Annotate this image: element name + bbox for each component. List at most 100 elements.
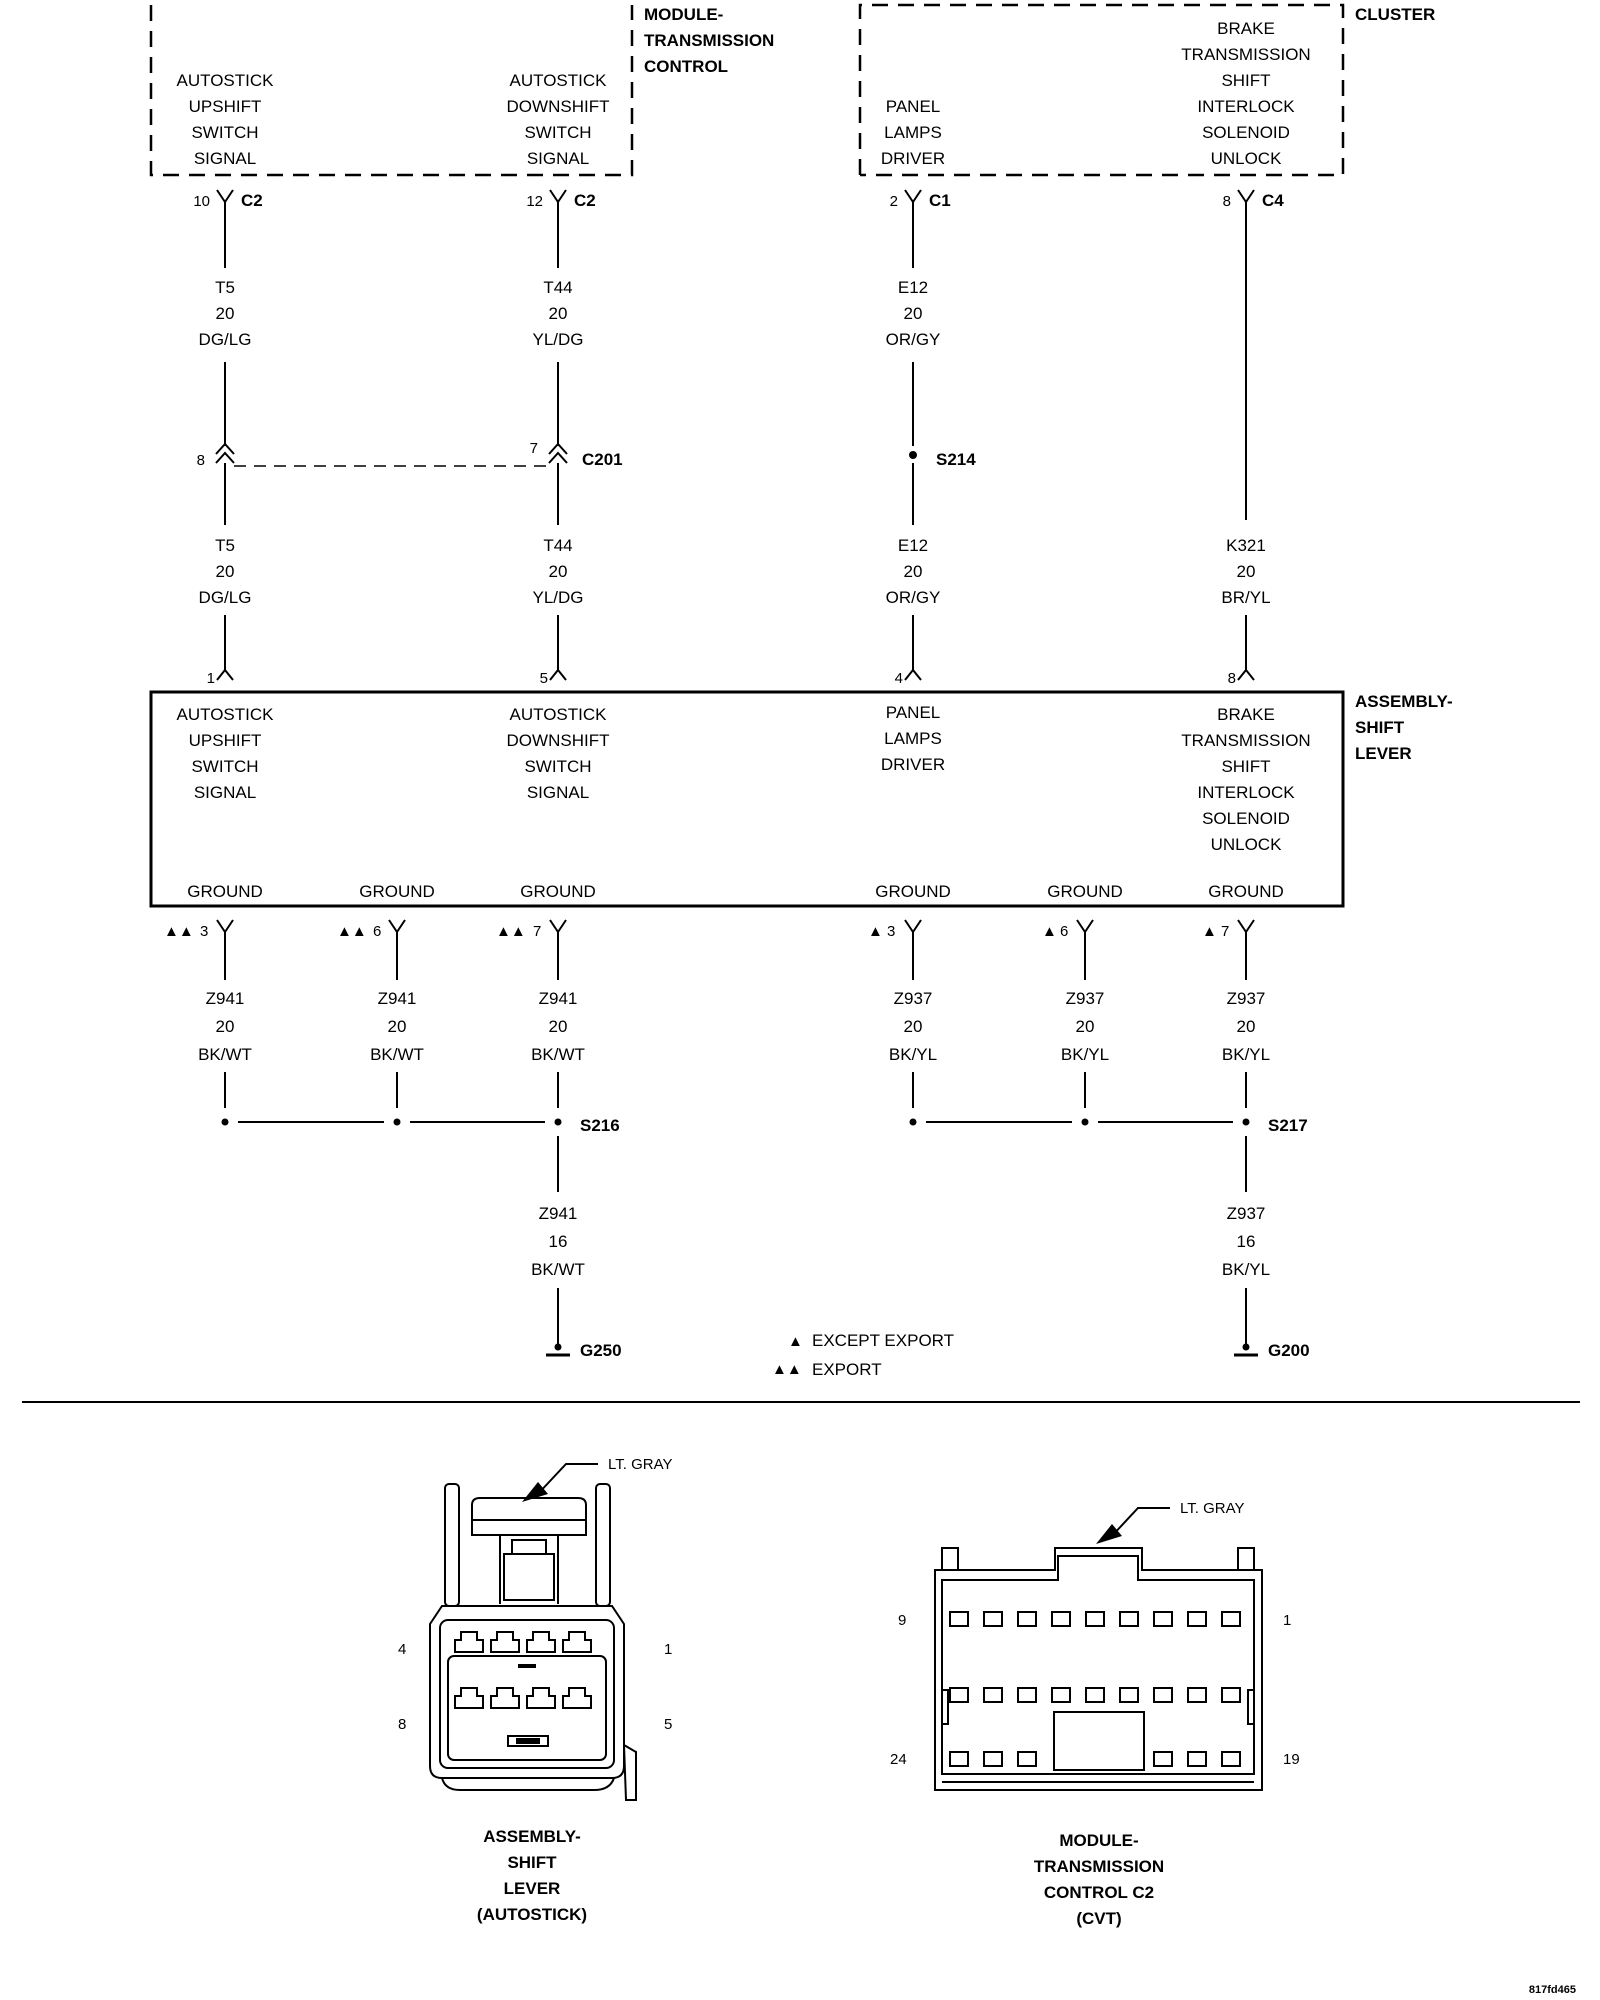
tcm-right-rib	[1247, 1689, 1255, 1725]
gnd-wire-6-code: Z937	[1227, 989, 1266, 1008]
lever-caption-1: ASSEMBLY-	[483, 1827, 581, 1846]
lever-pin-4: 4	[895, 670, 903, 687]
lever-pin-label-4: 4	[398, 1641, 406, 1658]
lever-bts-l4: INTERLOCK	[1197, 783, 1295, 802]
lever-terminal-6	[526, 1687, 556, 1709]
lever-pin-8: 8	[1228, 670, 1236, 687]
tcm-pin-label-1: 1	[1283, 1612, 1291, 1629]
lever-downshift-l3: SWITCH	[524, 757, 591, 776]
tcm-cavity-17	[983, 1687, 1003, 1703]
ground-pin-mark-text-2: ▲▲	[337, 923, 367, 940]
tcm-title-2: TRANSMISSION	[644, 31, 774, 50]
tcm-cavities-row2	[949, 1687, 1241, 1703]
tcm-cavity-6	[1051, 1611, 1071, 1627]
splice-s214-dot	[909, 451, 917, 459]
wire-t5-code: T5	[215, 278, 235, 297]
cluster-panel-l3: DRIVER	[881, 149, 945, 168]
splice-dot-1	[221, 1118, 229, 1126]
lever-bts-l3: SHIFT	[1221, 757, 1270, 776]
ground-pin-mark-text-3: ▲▲	[496, 923, 526, 940]
lower-wire-segments: T5 20 DG/LG T44 20 YL/DG E12 20 OR/GY K3…	[199, 463, 1271, 687]
gnd-wire-4-gauge: 20	[904, 1017, 923, 1036]
wire-t5-lower-color: DG/LG	[199, 588, 252, 607]
gnd-wire-1-gauge: 20	[216, 1017, 235, 1036]
tcm-cavity-18	[949, 1687, 969, 1703]
lever-bts-l5: SOLENOID	[1202, 809, 1290, 828]
legend-text-export: EXPORT	[812, 1360, 882, 1379]
wire-t44-code: T44	[543, 278, 572, 297]
lever-downshift-l2: DOWNSHIFT	[507, 731, 610, 750]
c201-mark-female-8	[215, 451, 235, 464]
lever-right-arm	[595, 1483, 611, 1607]
tcm-color-pointer	[1109, 1507, 1170, 1539]
ground-pin-num-6: 7	[1221, 923, 1229, 940]
tcm-color-label: LT. GRAY	[1180, 1500, 1244, 1517]
wire-t5-gauge: 20	[216, 304, 235, 323]
tcm-caption-3: CONTROL C2	[1044, 1883, 1154, 1902]
tcm-face	[941, 1555, 1255, 1775]
wire-e12-lower-code: E12	[898, 536, 928, 555]
wire-t5-lower-code: T5	[215, 536, 235, 555]
tcm-cavity-13	[1119, 1687, 1139, 1703]
wire-k321-color: BR/YL	[1221, 588, 1270, 607]
gnd-wire-3-code: Z941	[539, 989, 578, 1008]
tcm-downshift-l3: SWITCH	[524, 123, 591, 142]
ground-pin-mark-1	[216, 919, 234, 934]
ground-circuits: ▲▲ 3 ▲▲ 6 ▲▲ 7 ▲ 3 ▲ 6 ▲ 7 Z941 20 BK/WT…	[164, 919, 1310, 1360]
wire-t44-gauge: 20	[549, 304, 568, 323]
wire-k321-code: K321	[1226, 536, 1266, 555]
tcm-caption-1: MODULE-	[1059, 1831, 1138, 1850]
lever-caption-3: LEVER	[504, 1879, 561, 1898]
tcm-right-post	[1237, 1547, 1255, 1571]
transmission-control-module: MODULE- TRANSMISSION CONTROL AUTOSTICK U…	[149, 5, 774, 177]
cluster-bts-l3: SHIFT	[1221, 71, 1270, 90]
lever-pin-mark-8	[1237, 668, 1255, 681]
wire-t44-color: YL/DG	[532, 330, 583, 349]
lever-terminals-top	[454, 1631, 592, 1668]
ground-label-6: GROUND	[1208, 882, 1284, 901]
ground-label-4: GROUND	[875, 882, 951, 901]
tcm-cavity-12	[1153, 1687, 1173, 1703]
lever-bts-l6: UNLOCK	[1211, 835, 1283, 854]
cluster-bts-l2: TRANSMISSION	[1181, 45, 1310, 64]
splice-dot-6	[1242, 1118, 1250, 1126]
shift-lever-title-3: LEVER	[1355, 744, 1412, 763]
gnd-wire-4-color: BK/YL	[889, 1045, 937, 1064]
gnd-wire-1-code: Z941	[206, 989, 245, 1008]
lever-bts-l1: BRAKE	[1217, 705, 1275, 724]
feed-left-color: BK/WT	[531, 1260, 585, 1279]
top-pin-markers: 10 C2 12 C2 2 C1 8 C4	[193, 189, 1284, 210]
splice-dot-2	[393, 1118, 401, 1126]
ground-pin-num-3: 7	[533, 923, 541, 940]
upper-wire-segments: T5 20 DG/LG T44 20 YL/DG E12 20 OR/GY	[199, 202, 1247, 520]
wire-t5-lower-gauge: 20	[216, 562, 235, 581]
cluster-panel-l2: LAMPS	[884, 123, 942, 142]
tcm-cavity-14	[1085, 1687, 1105, 1703]
tcm-cavity-19	[1221, 1751, 1241, 1767]
tcm-cavity-11	[1187, 1687, 1207, 1703]
ground-label-1: GROUND	[187, 882, 263, 901]
ground-label-3: GROUND	[520, 882, 596, 901]
tcm-left-rib	[941, 1689, 949, 1725]
tcm-left-post	[941, 1547, 959, 1571]
gnd-wire-3-color: BK/WT	[531, 1045, 585, 1064]
tcm-caption-4: (CVT)	[1076, 1909, 1121, 1928]
gnd-wire-5-code: Z937	[1066, 989, 1105, 1008]
lever-downshift-l4: SIGNAL	[527, 783, 589, 802]
lever-terminal-3	[490, 1631, 520, 1653]
cluster-outline	[858, 3, 1345, 177]
ground-pin-mark-6	[1237, 919, 1255, 934]
ground-g200-label: G200	[1268, 1341, 1310, 1360]
shift-lever-title-2: SHIFT	[1355, 718, 1405, 737]
lever-pin-label-5: 5	[664, 1716, 672, 1733]
splice-dot-4	[909, 1118, 917, 1126]
feed-left-code: Z941	[539, 1204, 578, 1223]
lever-terminal-2	[526, 1631, 556, 1653]
connector-view-shift-lever: LT. GRAY 4 1	[398, 1456, 672, 1924]
connector-c2-a: C2	[241, 191, 263, 210]
splice-dot-3	[554, 1118, 562, 1126]
gnd-wire-2-gauge: 20	[388, 1017, 407, 1036]
lever-pin-label-8: 8	[398, 1716, 406, 1733]
ground-pin-num-5: 6	[1060, 923, 1068, 940]
pin-number-10: 10	[193, 193, 210, 210]
